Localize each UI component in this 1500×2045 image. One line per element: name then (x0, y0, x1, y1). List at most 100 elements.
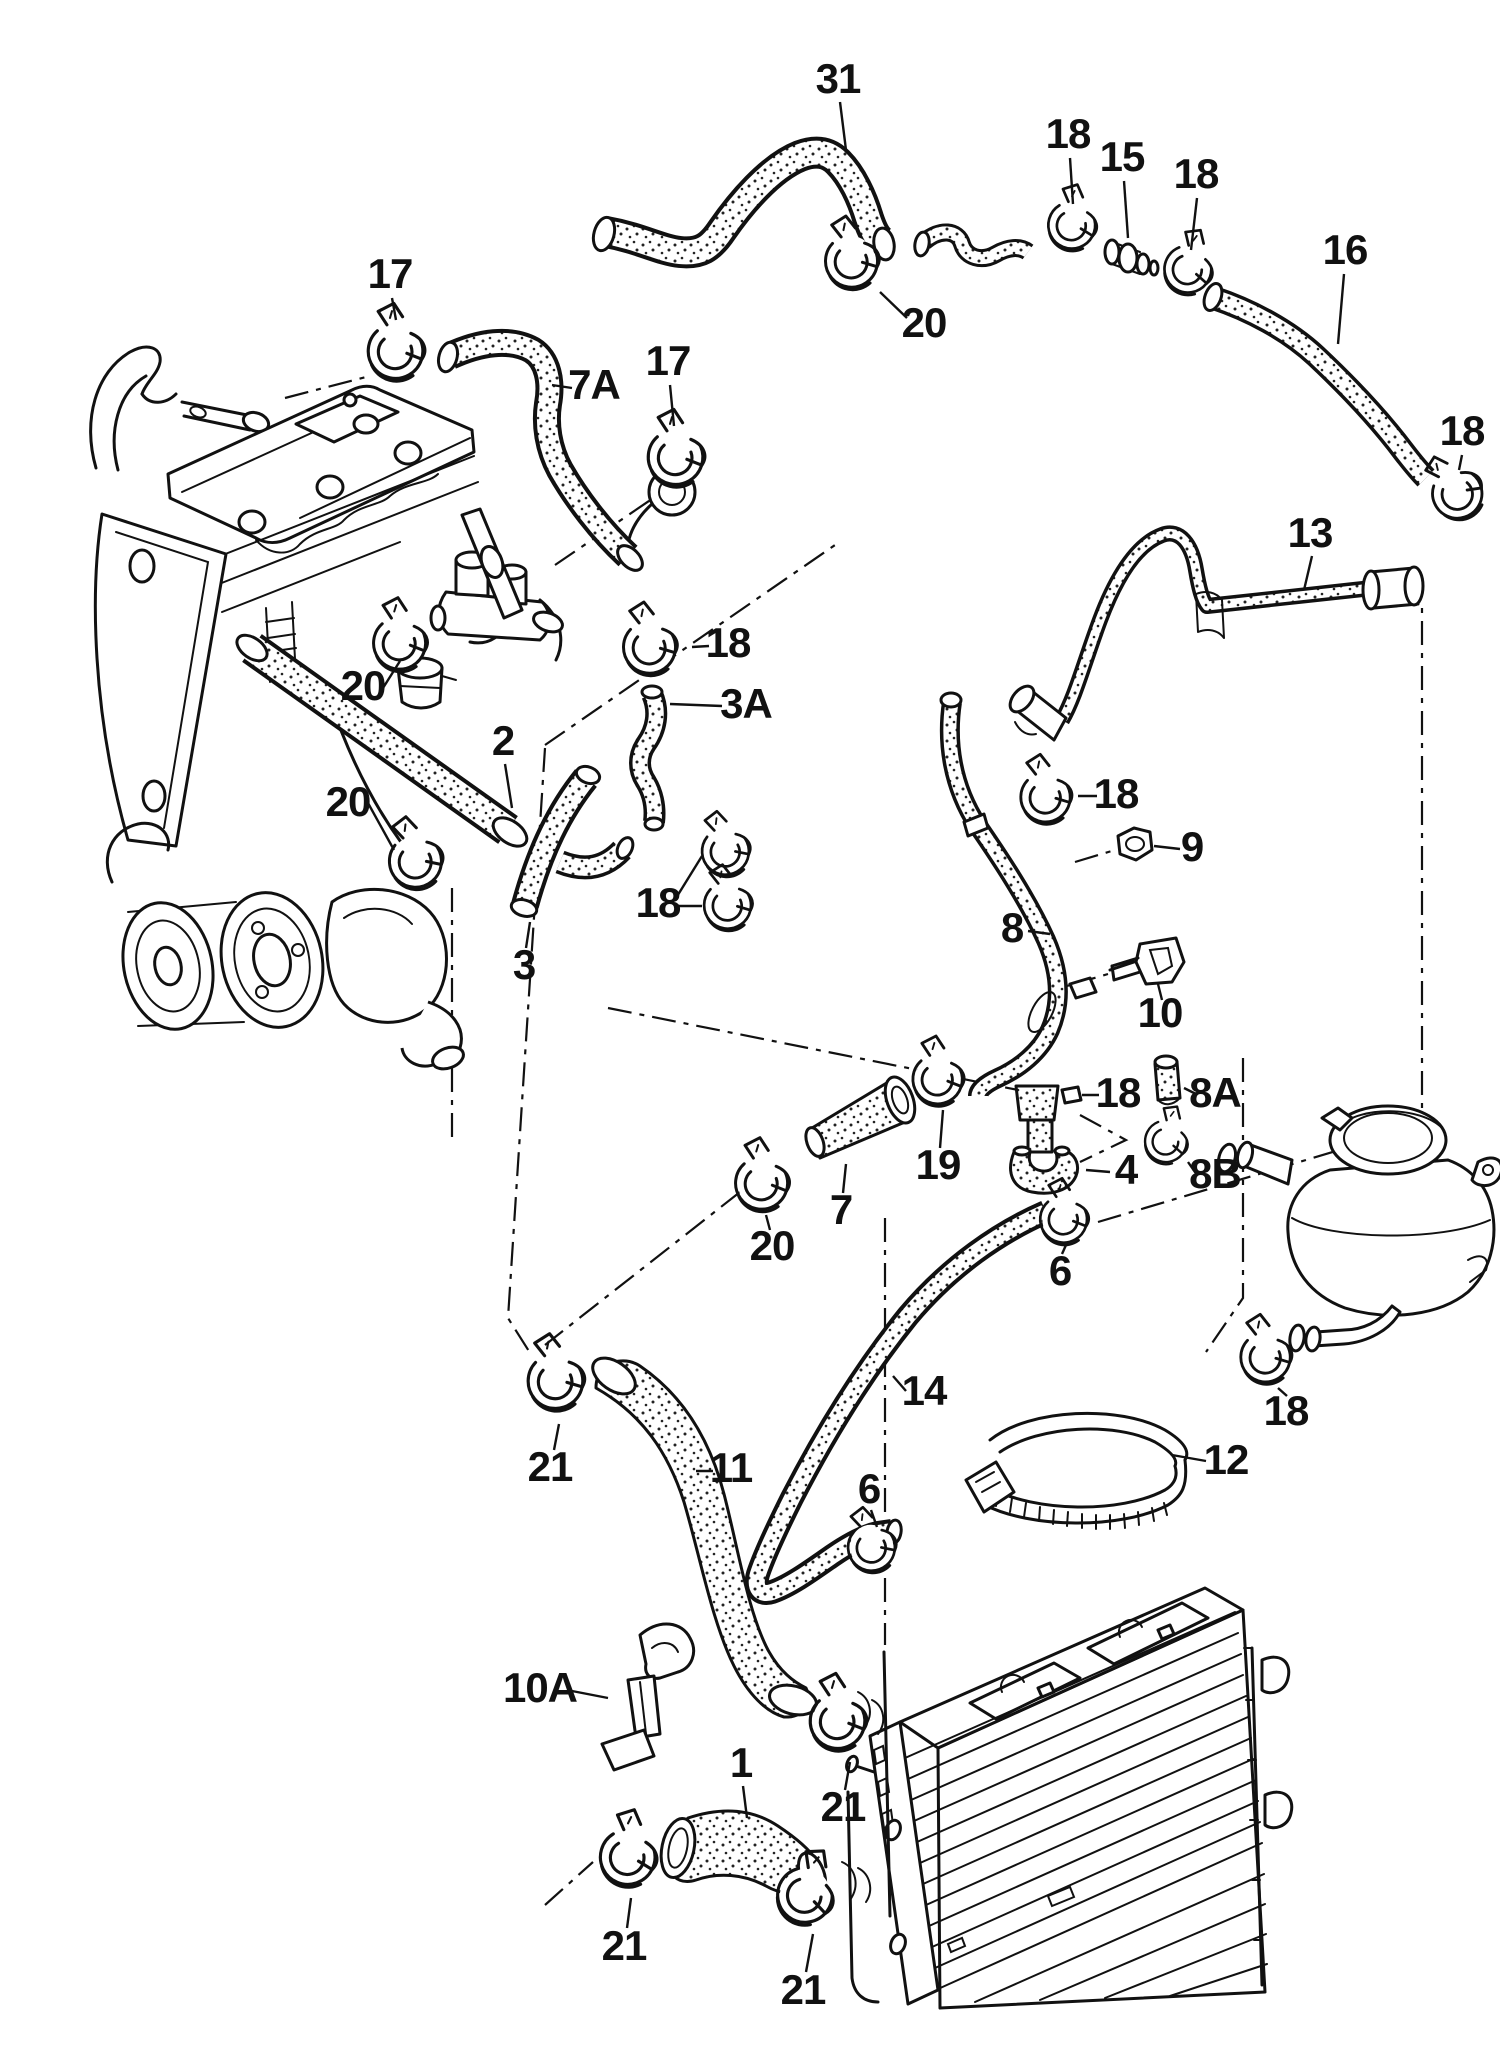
callout-18-18: 18 (706, 619, 751, 666)
hose-31 (591, 136, 896, 269)
callout-leader-21-40 (804, 1933, 815, 1973)
clamp-18-c (1409, 442, 1497, 532)
callout-7A-8: 7A (568, 361, 620, 408)
callout-leader-21-37 (843, 1761, 852, 1791)
radiator-side-line (882, 1650, 892, 1918)
callout-20-19: 20 (326, 778, 371, 825)
callout-19-22: 19 (916, 1141, 961, 1188)
callout-leader-10A-36 (571, 1689, 609, 1700)
callout-leader-20-24 (764, 1214, 772, 1231)
callout-leader-8B-28 (1187, 1161, 1198, 1176)
pipe-8-tab (962, 812, 990, 838)
callout-18-5: 18 (1440, 407, 1485, 454)
callout-11-34: 11 (710, 1444, 753, 1491)
tank-ear (1470, 1156, 1500, 1187)
callout-leader-14-31 (892, 1375, 907, 1392)
callout-6-35: 6 (858, 1465, 880, 1512)
clamp-18-tank (1229, 1307, 1300, 1392)
callout-leader-3-20 (524, 921, 532, 949)
clamp-21-c (598, 1808, 659, 1889)
pipe-8 (939, 691, 1098, 1098)
clamp-18-pipe13 (1009, 747, 1080, 832)
callout-leader-18-30 (1277, 1387, 1288, 1397)
expansion-tank (1216, 1104, 1500, 1353)
callout-21-39: 21 (602, 1922, 647, 1969)
callout-3A-17: 3A (720, 680, 772, 727)
callout-leader-6-29 (1060, 1244, 1068, 1255)
callout-20-24: 20 (750, 1222, 795, 1269)
callout-leader-18-18 (691, 644, 710, 649)
flange-bracket (460, 507, 524, 620)
callout-18-26: 18 (1096, 1069, 1141, 1116)
callout-leader-13-10 (1302, 555, 1314, 591)
callout-leader-18-1 (1068, 157, 1075, 205)
callout-leader-20-15 (381, 660, 402, 689)
callout-17-6: 17 (368, 250, 413, 297)
callout-leader-15-2 (1122, 180, 1130, 239)
callout-leader-20-19 (366, 802, 396, 851)
clamp-18-h2 (693, 858, 760, 938)
callout-12-32: 12 (1204, 1436, 1249, 1483)
callout-18-1: 18 (1046, 110, 1091, 157)
callout-leader-12-32 (1171, 1453, 1207, 1463)
callout-leader-7A-8 (551, 383, 573, 390)
callout-leader-19-22 (938, 1109, 945, 1149)
cam-box (294, 394, 400, 444)
cylinder-head (209, 455, 479, 613)
hose-2 (235, 633, 529, 848)
callout-17-7: 17 (646, 337, 691, 384)
callout-leader-6-35 (869, 1509, 879, 1528)
callout-6-29: 6 (1049, 1247, 1071, 1294)
callout-20-9: 20 (902, 299, 947, 346)
bracket-10a (600, 1622, 695, 1772)
pipe-13-sleeve-right (1361, 565, 1425, 611)
radiator-right-frame (1243, 1646, 1294, 1987)
callout-8A-27: 8A (1189, 1069, 1241, 1116)
worm-clamp-12 (964, 1411, 1189, 1530)
callout-15-2: 15 (1100, 133, 1145, 180)
hose-1 (659, 1809, 828, 1897)
callout-8B-28: 8B (1189, 1150, 1241, 1197)
hose-16 (1202, 282, 1435, 487)
callout-21-40: 21 (781, 1966, 826, 2013)
valve-cover (166, 384, 476, 554)
callout-16-4: 16 (1323, 226, 1368, 273)
hose-11 (591, 1356, 818, 1719)
callout-leader-1-38 (741, 1785, 749, 1819)
callout-leader-4-25 (1085, 1168, 1111, 1174)
callout-leader-18-5 (1457, 454, 1464, 471)
engine-bracket (93, 512, 228, 848)
clamp-21-a (515, 1326, 594, 1419)
connector-4-stack (1009, 1084, 1083, 1195)
tank-outlet (1288, 1304, 1402, 1353)
water-pump (325, 887, 465, 1071)
callout-leader-16-4 (1336, 273, 1346, 345)
callout-leader-20-9 (879, 291, 908, 319)
callout-leader-18-3 (1189, 197, 1199, 251)
clamp-8b (1140, 1100, 1196, 1169)
callout-2-16: 2 (492, 717, 514, 764)
callout-leader-2-16 (503, 763, 514, 809)
callout-18-11: 18 (1094, 770, 1139, 817)
elbow-4 (1009, 1150, 1080, 1195)
bolt-10 (1108, 936, 1186, 986)
tank-cap (1320, 1104, 1448, 1176)
callout-3-20: 3 (513, 941, 535, 988)
pipe-13 (1008, 525, 1425, 742)
hose-3 (509, 764, 635, 918)
callout-leader-21-39 (625, 1897, 633, 1929)
callout-10-14: 10 (1138, 989, 1183, 1036)
nut-9 (1116, 826, 1154, 862)
clamp-19 (904, 1030, 970, 1112)
callout-20-15: 20 (341, 662, 386, 709)
callout-31-0: 31 (816, 55, 861, 102)
callout-leader-3A-17 (669, 702, 723, 708)
hose-31-end (913, 223, 1034, 268)
callout-leader-31-0 (838, 101, 848, 151)
callout-14-31: 14 (902, 1367, 948, 1414)
clamp-18-g (611, 594, 686, 684)
callout-7-23: 7 (830, 1186, 852, 1233)
connector-15 (1103, 238, 1160, 277)
